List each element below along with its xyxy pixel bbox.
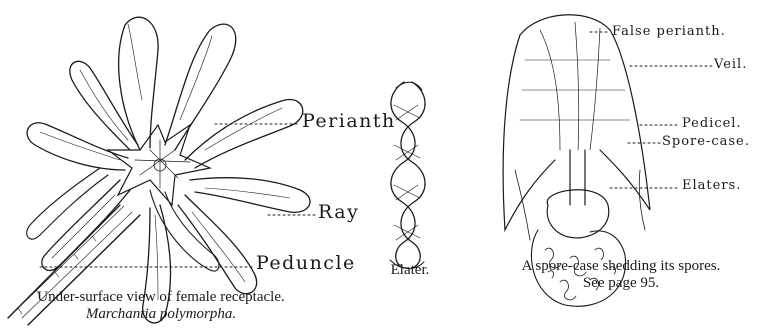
receptacle-center: [108, 125, 210, 205]
caption-spore-case: A spore-case shedding its spores. See pa…: [478, 258, 764, 292]
label-veil: Veil.: [714, 57, 747, 72]
label-pedicel: Pedicel.: [682, 116, 742, 131]
caption-spore-case-line2: See page 95.: [478, 275, 764, 292]
label-perianth: Perianth: [302, 110, 396, 132]
receptacle-drawing: [8, 17, 315, 325]
label-peduncle: Peduncle: [256, 252, 356, 274]
pedicel-stalk: [570, 150, 585, 205]
label-false-perianth: False perianth.: [612, 24, 726, 39]
label-elaters: Elaters.: [682, 178, 741, 193]
label-spore-case: Spore-case.: [662, 134, 750, 149]
caption-receptacle-line2: Marchantia polymorpha.: [6, 306, 316, 323]
caption-spore-case-line1: A spore-case shedding its spores.: [478, 258, 764, 275]
caption-receptacle-line1: Under-surface view of female receptacle.: [6, 289, 316, 306]
receptacle-rays: [27, 17, 310, 323]
caption-receptacle: Under-surface view of female receptacle.…: [6, 289, 316, 323]
label-ray: Ray: [318, 201, 359, 223]
caption-elater: Elater.: [380, 262, 440, 279]
